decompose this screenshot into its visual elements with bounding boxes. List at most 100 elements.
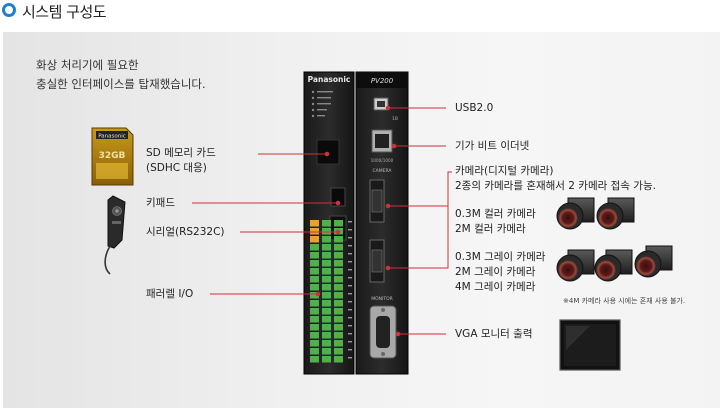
terminal-marking — [348, 253, 352, 255]
gray-camera-line2: 2M 그레이 카메라 — [455, 266, 536, 278]
terminal-marking — [348, 309, 352, 311]
intro-line-1: 화상 처리기에 필요한 — [36, 58, 139, 72]
camera-title-label: 카메라(디지털 카메라) 2종의 카메라를 혼재해서 2 카메라 접속 가능. — [455, 164, 656, 194]
terminal-pin — [310, 236, 319, 243]
camera-group — [556, 197, 673, 282]
device-model: PV200 — [371, 77, 394, 85]
gray-camera-icon — [634, 245, 673, 278]
terminal-marking — [348, 333, 352, 335]
intro-line-2: 충실한 인터페이스를 탑재했습니다. — [36, 77, 206, 91]
terminal-pin — [322, 348, 331, 355]
gray-camera-icon — [594, 249, 633, 282]
color-camera-icon — [556, 197, 595, 230]
terminal-pin — [310, 300, 319, 307]
color-camera-line2: 2M 컬러 카메라 — [455, 223, 526, 235]
terminal-pin — [322, 284, 331, 291]
terminal-pin — [334, 284, 343, 291]
usb-label: USB2.0 — [455, 102, 494, 114]
resolution-label: 1000/1000 — [371, 158, 394, 163]
terminal-pin — [322, 228, 331, 235]
color-camera-icon — [596, 197, 635, 230]
terminal-pin — [334, 252, 343, 259]
camera-label: CAMERA — [373, 168, 393, 174]
vga-label: VGA 모니터 출력 — [455, 328, 533, 340]
terminal-pin — [310, 284, 319, 291]
terminal-pin — [322, 236, 331, 243]
terminal-pin — [334, 268, 343, 275]
circle-bullet-icon — [2, 3, 16, 17]
keypad-label: 키패드 — [146, 197, 175, 209]
camera-title-line2: 2종의 카메라를 혼재해서 2 카메라 접속 가능. — [455, 180, 656, 192]
terminal-marking — [348, 269, 352, 271]
sd-card-label-line1: SD 메모리 카드 — [146, 147, 216, 159]
terminal-pin — [322, 340, 331, 347]
terminal-pin — [334, 308, 343, 315]
device-brand: Panasonic — [308, 75, 351, 84]
usb-sub-label: 1B — [392, 116, 398, 122]
terminal-pin — [310, 220, 319, 227]
keypad-remote-icon — [104, 195, 126, 275]
terminal-pin — [334, 332, 343, 339]
terminal-pin — [322, 292, 331, 299]
terminal-marking — [348, 245, 352, 247]
status-leds — [311, 90, 333, 118]
terminal-pin — [310, 252, 319, 259]
gray-camera-label: 0.3M 그레이 카메라 2M 그레이 카메라 4M 그레이 카메라 — [455, 250, 545, 295]
gray-camera-line3: 4M 그레이 카메라 — [455, 281, 536, 293]
terminal-pin — [334, 292, 343, 299]
terminal-pin — [310, 276, 319, 283]
terminal-pin — [310, 356, 319, 363]
terminal-marking — [348, 293, 352, 295]
terminal-marking — [348, 349, 352, 351]
color-camera-label: 0.3M 컬러 카메라 2M 컬러 카메라 — [455, 207, 536, 237]
monitor-label: MONITOR — [371, 296, 393, 302]
terminal-pin — [322, 332, 331, 339]
page-title: 시스템 구성도 — [22, 3, 107, 21]
terminal-pin — [334, 260, 343, 267]
terminal-pin — [322, 316, 331, 323]
ethernet-label: 기가 비트 이더넷 — [455, 140, 530, 152]
vga-monitor-icon — [559, 319, 621, 371]
terminal-marking — [348, 229, 352, 231]
gray-camera-icon — [556, 249, 595, 282]
terminal-pin — [322, 220, 331, 227]
terminal-pin — [322, 268, 331, 275]
terminal-pin — [322, 324, 331, 331]
terminal-pin — [310, 340, 319, 347]
camera-title-line1: 카메라(디지털 카메라) — [455, 165, 554, 177]
terminal-pin — [322, 308, 331, 315]
terminal-pin — [322, 300, 331, 307]
sd-card-brand: Panasonic — [98, 134, 126, 140]
terminal-pin — [310, 332, 319, 339]
terminal-pin — [322, 260, 331, 267]
terminal-pin — [310, 292, 319, 299]
terminal-pin — [334, 356, 343, 363]
terminal-pin — [334, 220, 343, 227]
terminal-marking — [348, 221, 352, 223]
terminal-pin — [310, 348, 319, 355]
terminal-marking — [348, 301, 352, 303]
terminal-pin — [310, 308, 319, 315]
terminal-marking — [348, 285, 352, 287]
color-camera-line1: 0.3M 컬러 카메라 — [455, 208, 536, 220]
terminal-pin — [334, 276, 343, 283]
terminal-marking — [348, 325, 352, 327]
terminal-pin — [322, 252, 331, 259]
terminal-marking — [348, 341, 352, 343]
terminal-marking — [348, 237, 352, 239]
terminal-pin — [310, 228, 319, 235]
terminal-pin — [322, 276, 331, 283]
terminal-pin — [310, 260, 319, 267]
keypad-port — [330, 187, 346, 207]
terminal-pin — [334, 348, 343, 355]
terminal-pin — [334, 316, 343, 323]
terminal-pin — [310, 268, 319, 275]
terminal-pin — [322, 244, 331, 251]
camera-note: ※4M 카메라 사용 시에는 혼재 사용 불가. — [563, 297, 686, 305]
sd-card-icon: Panasonic 32GB — [91, 127, 134, 186]
intro-text: 화상 처리기에 필요한 충실한 인터페이스를 탑재했습니다. — [36, 56, 206, 94]
terminal-pin — [334, 300, 343, 307]
leader-lines — [192, 105, 452, 337]
terminal-pin — [334, 236, 343, 243]
